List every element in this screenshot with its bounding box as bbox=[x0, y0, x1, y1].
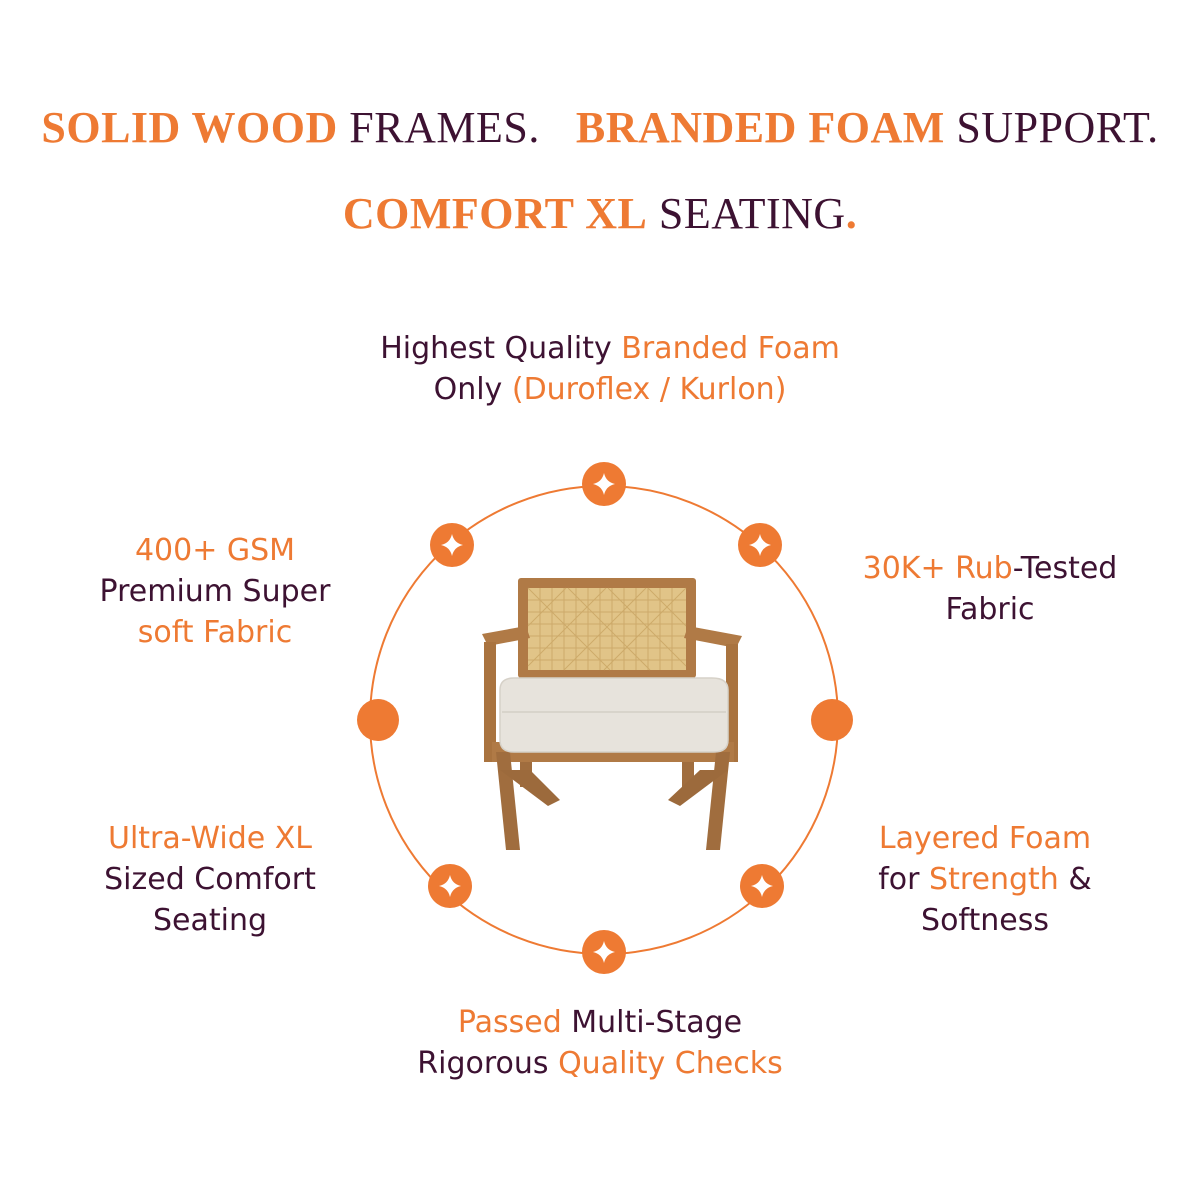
headline-period: . bbox=[845, 189, 858, 238]
feature-text: Premium Super bbox=[99, 574, 331, 609]
chair-front-leg-left bbox=[496, 752, 520, 850]
feature-text: Rigorous bbox=[417, 1046, 559, 1081]
chair-front-leg-right bbox=[706, 752, 730, 850]
feature-text: & bbox=[1058, 862, 1092, 897]
sparkle-icon bbox=[738, 523, 782, 567]
feature-text: Only bbox=[433, 372, 512, 407]
feature-rub-tested: 30K+ Rub-Tested Fabric bbox=[810, 548, 1170, 630]
feature-highlight: 400+ GSM bbox=[134, 533, 296, 568]
sparkle-icon bbox=[582, 930, 626, 974]
chair-brace-left bbox=[500, 770, 560, 806]
feature-text: -Tested bbox=[1012, 551, 1118, 586]
feature-text: Multi-Stage bbox=[561, 1005, 743, 1040]
feature-text: Seating bbox=[152, 903, 268, 938]
feature-highlight: Branded Foam bbox=[621, 331, 840, 366]
headline-line-1: SOLID WOOD FRAMES. BRANDED FOAM SUPPORT. bbox=[0, 102, 1200, 153]
armchair-illustration bbox=[482, 578, 742, 850]
dot-icon bbox=[357, 699, 399, 741]
feature-ultra-wide: Ultra-Wide XL Sized Comfort Seating bbox=[40, 818, 380, 941]
chair-armrest-left bbox=[482, 626, 530, 646]
feature-layered-foam: Layered Foam for Strength & Softness bbox=[810, 818, 1160, 941]
feature-highlight: Strength bbox=[929, 862, 1059, 897]
headline-branded-foam: BRANDED FOAM bbox=[575, 103, 945, 152]
feature-highlight: soft Fabric bbox=[137, 615, 293, 650]
headline-comfort-xl: COMFORT XL bbox=[342, 189, 648, 238]
feature-text: for bbox=[878, 862, 930, 897]
headline-line-2: COMFORT XL SEATING. bbox=[0, 188, 1200, 239]
dot-icon bbox=[811, 699, 853, 741]
sparkle-icon bbox=[430, 523, 474, 567]
feature-branded-foam: Highest Quality Branded Foam Only (Durof… bbox=[310, 328, 910, 410]
feature-line: Highest Quality Branded Foam bbox=[310, 328, 910, 369]
chair-armrest-right bbox=[684, 626, 742, 648]
sparkle-icon bbox=[428, 864, 472, 908]
chair-brace-right bbox=[668, 770, 728, 806]
chair-arm-support-left bbox=[484, 642, 496, 762]
feature-line: Passed Multi-Stage bbox=[300, 1002, 900, 1043]
headline-frames: FRAMES. bbox=[337, 103, 540, 152]
sparkle-icon bbox=[740, 864, 784, 908]
ring-markers bbox=[357, 462, 853, 974]
feature-highlight: Passed bbox=[457, 1005, 562, 1040]
feature-highlight: 30K+ Rub bbox=[862, 551, 1013, 586]
feature-highlight: (Duroflex / Kurlon) bbox=[511, 372, 787, 407]
chair-cushion bbox=[499, 677, 729, 753]
feature-gsm-fabric: 400+ GSM Premium Super soft Fabric bbox=[40, 530, 390, 653]
feature-quality-checks: Passed Multi-Stage Rigorous Quality Chec… bbox=[300, 1002, 900, 1084]
feature-line: 30K+ Rub-Tested bbox=[810, 548, 1170, 589]
headline-support: SUPPORT. bbox=[944, 103, 1159, 152]
feature-highlight: Layered Foam bbox=[878, 821, 1092, 856]
sparkle-icon bbox=[582, 462, 626, 506]
feature-highlight: Quality Checks bbox=[558, 1046, 783, 1081]
chair-arm-support-right bbox=[726, 644, 738, 762]
feature-line: for Strength & bbox=[810, 859, 1160, 900]
feature-text: Fabric bbox=[945, 592, 1035, 627]
feature-highlight: Ultra-Wide XL bbox=[107, 821, 313, 856]
headline-seating: SEATING bbox=[647, 189, 846, 238]
feature-text: Highest Quality bbox=[380, 331, 622, 366]
feature-text: Sized Comfort bbox=[104, 862, 316, 897]
headline-solid-wood: SOLID WOOD bbox=[41, 103, 338, 152]
feature-line: Rigorous Quality Checks bbox=[300, 1043, 900, 1084]
feature-line: Only (Duroflex / Kurlon) bbox=[310, 369, 910, 410]
feature-text: Softness bbox=[921, 903, 1049, 938]
